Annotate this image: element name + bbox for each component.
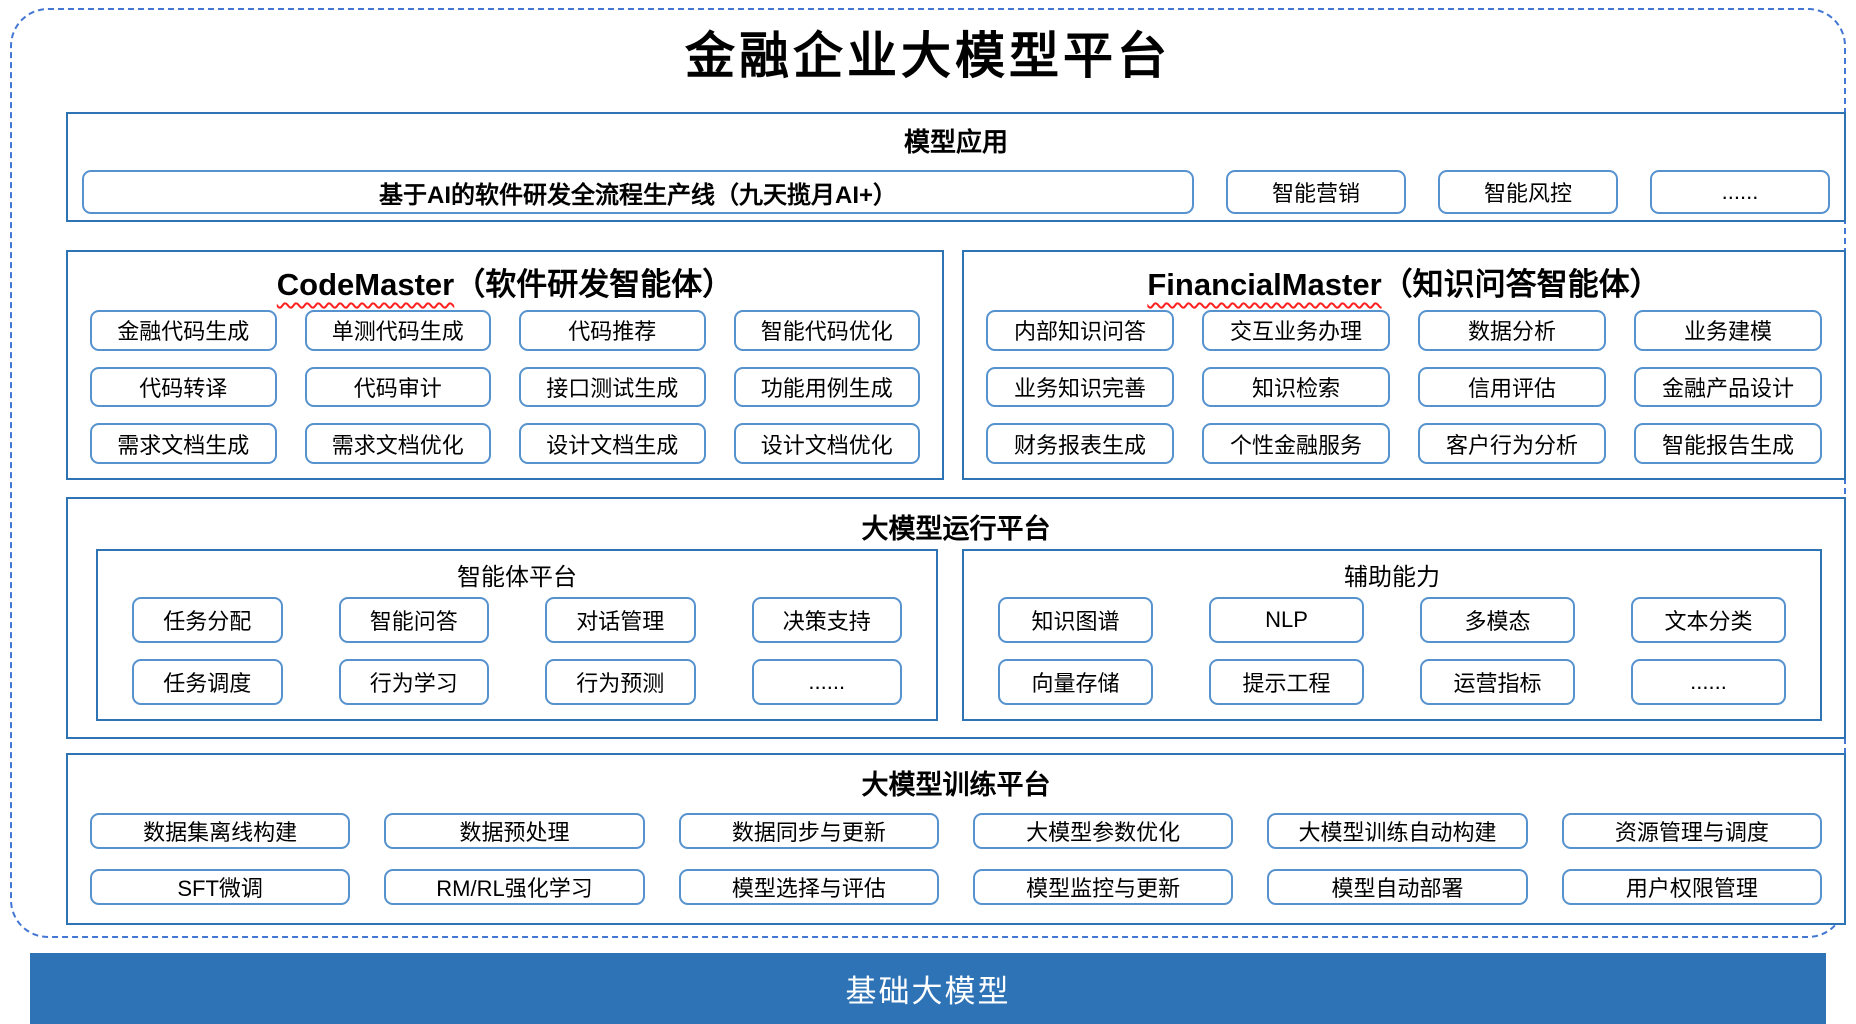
auxiliary-capability-group: 辅助能力 知识图谱 NLP 多模态 文本分类向量存储 提示工程 运营指标...... bbox=[962, 549, 1822, 721]
capability-box: 对话管理 bbox=[545, 597, 696, 643]
capability-box: 数据同步与更新 bbox=[678, 813, 939, 849]
capability-box: 接口测试生成 bbox=[519, 366, 706, 408]
capability-box: 个性金融服务 bbox=[1202, 423, 1390, 464]
model-applications-section: 模型应用 基于AI的软件研发全流程生产线（九天揽月AI+） 智能营销 智能风控 … bbox=[66, 112, 1846, 222]
capability-box: 任务调度 bbox=[132, 659, 283, 705]
capability-box: 需求文档优化 bbox=[304, 423, 491, 464]
foundation-model-bar: 基础大模型 bbox=[30, 953, 1826, 1024]
capability-box: 设计文档生成 bbox=[519, 423, 706, 464]
capability-box: 模型选择与评估 bbox=[678, 869, 939, 905]
auxiliary-capability-items: 知识图谱 NLP 多模态 文本分类向量存储 提示工程 运营指标...... bbox=[998, 597, 1786, 705]
foundation-model-label: 基础大模型 bbox=[845, 974, 1011, 1009]
financialmaster-capabilities: 内部知识问答交互业务办理数据分析业务建模业务知识完善知识检索信用评估金融产品设计… bbox=[986, 310, 1822, 464]
codemaster-header: CodeMaster（软件研发智能体） bbox=[68, 259, 942, 304]
app-box: ...... bbox=[1650, 170, 1830, 214]
capability-box: 行为预测 bbox=[545, 659, 696, 705]
agent-platform-items: 任务分配 智能问答 对话管理 决策支持任务调度 行为学习 行为预测...... bbox=[132, 597, 902, 705]
capability-box: 内部知识问答 bbox=[986, 310, 1174, 351]
capability-box: 需求文档生成 bbox=[90, 423, 277, 464]
capability-box: 向量存储 bbox=[998, 659, 1153, 705]
agent-platform-group: 智能体平台 任务分配 智能问答 对话管理 决策支持任务调度 行为学习 行为预测...... bbox=[96, 549, 938, 721]
capability-box: 大模型参数优化 bbox=[973, 813, 1234, 849]
capability-box: 金融代码生成 bbox=[90, 310, 277, 351]
capability-box: 智能代码优化 bbox=[733, 310, 920, 351]
training-platform-items: 数据集离线构建数据预处理数据同步与更新大模型参数优化大模型训练自动构建资源管理与… bbox=[90, 813, 1822, 905]
capability-box: 设计文档优化 bbox=[733, 423, 920, 464]
financialmaster-name: FinancialMaster bbox=[1147, 267, 1382, 302]
capability-box: 智能报告生成 bbox=[1634, 423, 1822, 464]
capability-box: 业务建模 bbox=[1634, 310, 1822, 351]
model-applications-row: 基于AI的软件研发全流程生产线（九天揽月AI+） 智能营销 智能风控 .....… bbox=[82, 170, 1830, 214]
capability-box: 业务知识完善 bbox=[986, 366, 1174, 408]
capability-box: NLP bbox=[1209, 597, 1364, 643]
capability-box: 单测代码生成 bbox=[304, 310, 491, 351]
page-title: 金融企业大模型平台 bbox=[685, 26, 1171, 85]
capability-box: RM/RL强化学习 bbox=[384, 869, 645, 905]
capability-box: 代码转译 bbox=[90, 366, 277, 408]
auxiliary-capability-title: 辅助能力 bbox=[1344, 564, 1440, 591]
model-applications-title: 模型应用 bbox=[903, 127, 1008, 157]
capability-box: 资源管理与调度 bbox=[1561, 813, 1822, 849]
capability-box: 交互业务办理 bbox=[1202, 310, 1390, 351]
capability-box: 代码推荐 bbox=[519, 310, 706, 351]
capability-box: 代码审计 bbox=[304, 366, 491, 408]
capability-box: 运营指标 bbox=[1420, 659, 1575, 705]
capability-box: 信用评估 bbox=[1418, 366, 1606, 408]
capability-box: 多模态 bbox=[1420, 597, 1575, 643]
financialmaster-section: FinancialMaster（知识问答智能体） 内部知识问答交互业务办理数据分… bbox=[962, 250, 1846, 480]
capability-box: 智能问答 bbox=[338, 597, 489, 643]
capability-box: 知识图谱 bbox=[998, 597, 1153, 643]
agent-platform-title: 智能体平台 bbox=[457, 564, 577, 591]
capability-box: ...... bbox=[1631, 659, 1786, 705]
capability-box: 行为学习 bbox=[338, 659, 489, 705]
capability-box: 提示工程 bbox=[1209, 659, 1364, 705]
financialmaster-suffix: （知识问答智能体） bbox=[1381, 267, 1661, 302]
training-platform-title: 大模型训练平台 bbox=[861, 770, 1051, 800]
capability-box: 文本分类 bbox=[1631, 597, 1786, 643]
capability-box: 财务报表生成 bbox=[986, 423, 1174, 464]
capability-box: 金融产品设计 bbox=[1634, 366, 1822, 408]
capability-box: 决策支持 bbox=[751, 597, 902, 643]
runtime-platform-title: 大模型运行平台 bbox=[861, 514, 1051, 544]
codemaster-section: CodeMaster（软件研发智能体） 金融代码生成单测代码生成代码推荐智能代码… bbox=[66, 250, 944, 480]
ai-pipeline-box: 基于AI的软件研发全流程生产线（九天揽月AI+） bbox=[82, 170, 1194, 214]
capability-box: 大模型训练自动构建 bbox=[1267, 813, 1528, 849]
capability-box: 数据分析 bbox=[1418, 310, 1606, 351]
capability-box: 任务分配 bbox=[132, 597, 283, 643]
capability-box: ...... bbox=[751, 659, 902, 705]
capability-box: 功能用例生成 bbox=[733, 366, 920, 408]
codemaster-name: CodeMaster bbox=[276, 267, 455, 302]
app-box: 智能风控 bbox=[1438, 170, 1618, 214]
training-platform-section: 大模型训练平台 数据集离线构建数据预处理数据同步与更新大模型参数优化大模型训练自… bbox=[66, 753, 1846, 925]
capability-box: 知识检索 bbox=[1202, 366, 1390, 408]
app-box: 智能营销 bbox=[1226, 170, 1406, 214]
codemaster-capabilities: 金融代码生成单测代码生成代码推荐智能代码优化代码转译代码审计接口测试生成功能用例… bbox=[90, 310, 920, 464]
runtime-platform-section: 大模型运行平台 智能体平台 任务分配 智能问答 对话管理 决策支持任务调度 行为学习 行为… bbox=[66, 497, 1846, 739]
capability-box: SFT微调 bbox=[90, 869, 351, 905]
capability-box: 数据集离线构建 bbox=[90, 813, 351, 849]
capability-box: 数据预处理 bbox=[384, 813, 645, 849]
capability-box: 模型监控与更新 bbox=[973, 869, 1234, 905]
capability-box: 用户权限管理 bbox=[1561, 869, 1822, 905]
financialmaster-header: FinancialMaster（知识问答智能体） bbox=[964, 259, 1844, 304]
codemaster-suffix: （软件研发智能体） bbox=[454, 267, 734, 302]
capability-box: 模型自动部署 bbox=[1267, 869, 1528, 905]
capability-box: 客户行为分析 bbox=[1418, 423, 1606, 464]
